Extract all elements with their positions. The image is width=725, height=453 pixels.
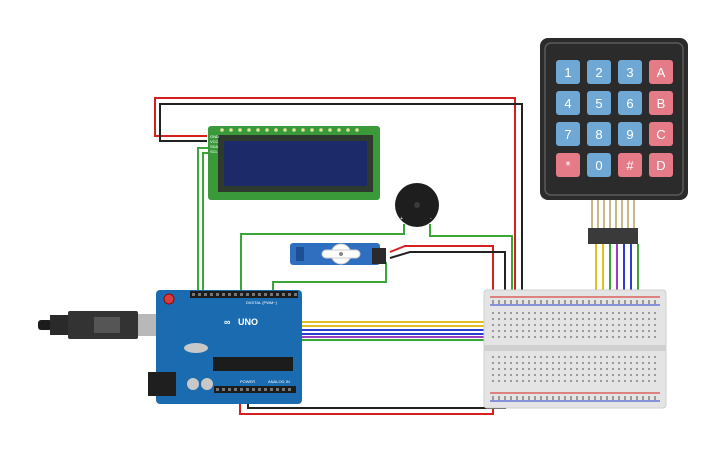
wire-green-lcd-scl[interactable] (202, 152, 209, 292)
keypad-key-label: B (657, 96, 666, 111)
lcd-pin-label-scl: SCL (210, 149, 219, 154)
keypad-key-1[interactable]: 1 (556, 60, 580, 84)
crystal (184, 343, 208, 353)
keypad-key-label: D (656, 158, 665, 173)
power-jack[interactable] (148, 372, 176, 396)
keypad-key-label: 2 (595, 65, 602, 80)
arduino-logo-text: UNO (238, 317, 258, 327)
analog-header-label: ANALOG IN (268, 379, 290, 384)
keypad-key-B[interactable]: B (649, 91, 673, 115)
keypad-key-label: 4 (564, 96, 571, 111)
buzzer-center (414, 202, 420, 208)
keypad-key-label: 8 (595, 127, 602, 142)
keypad-key-label: # (626, 158, 634, 173)
capacitor-2 (201, 378, 213, 390)
lcd-top-pins (220, 128, 359, 132)
keypad-key-4[interactable]: 4 (556, 91, 580, 115)
wire-green-buzzer-signal[interactable] (240, 224, 405, 292)
lcd-pin-label-gnd: GND (210, 134, 219, 139)
digital-header-label: DIGITAL (PWM~) (246, 300, 278, 305)
keypad-key-label: 9 (626, 127, 633, 142)
keypad-key-9[interactable]: 9 (618, 122, 642, 146)
arduino-infinity-icon: ∞ (224, 317, 231, 327)
keypad-key-label: C (656, 127, 665, 142)
keypad-connector (588, 228, 638, 244)
keypad-key-5[interactable]: 5 (587, 91, 611, 115)
digital-header (190, 291, 298, 298)
lcd-pin-labels: GND VCC SDA SCL (210, 134, 219, 154)
keypad-key-#[interactable]: # (618, 153, 642, 177)
arduino-uno[interactable]: DIGITAL (PWM~) UNO ∞ POWER ANALOG IN (148, 290, 302, 404)
wire-green-servo-signal[interactable] (272, 262, 387, 292)
wire-red-lcd-power[interactable] (154, 97, 516, 298)
lcd-display[interactable]: GND VCC SDA SCL (208, 126, 380, 200)
buzzer-minus-label: - (430, 216, 432, 222)
reset-button[interactable] (163, 293, 175, 305)
usb-cable[interactable] (38, 311, 170, 339)
lcd-pin-label-vcc: VCC (210, 139, 219, 144)
piezo-buzzer[interactable]: + - (395, 183, 439, 227)
wire-black-servo-ground[interactable] (389, 251, 506, 298)
keypad-key-D[interactable]: D (649, 153, 673, 177)
servo-connector (372, 248, 386, 264)
keypad-key-label: * (565, 158, 570, 173)
keypad-key-label: 6 (626, 96, 633, 111)
lcd-pin-label-sda: SDA (210, 144, 219, 149)
arduino-board (156, 290, 302, 404)
breadboard-holes (492, 300, 656, 400)
keypad-keys: 1 2 3 A 4 5 6 B 7 8 9 C * 0 # D (556, 60, 673, 177)
breadboard[interactable] (483, 289, 667, 409)
keypad-key-8[interactable]: 8 (587, 122, 611, 146)
keypad-key-6[interactable]: 6 (618, 91, 642, 115)
keypad-key-label: 7 (564, 127, 571, 142)
wire-red-servo-power[interactable] (389, 245, 494, 298)
buzzer-plus-label: + (400, 216, 403, 222)
servo-motor[interactable] (290, 243, 386, 265)
atmega-chip (213, 357, 293, 371)
keypad-ribbon (591, 200, 635, 228)
keypad-key-label: 5 (595, 96, 602, 111)
keypad-key-7[interactable]: 7 (556, 122, 580, 146)
lcd-screen (224, 141, 367, 186)
wire-green-lcd-sda[interactable] (197, 147, 209, 292)
keypad-key-0[interactable]: 0 (587, 153, 611, 177)
keypad-key-label: 1 (564, 65, 571, 80)
power-header (214, 386, 296, 393)
keypad-key-C[interactable]: C (649, 122, 673, 146)
keypad-key-label: 3 (626, 65, 633, 80)
wire-black-lcd-ground[interactable] (159, 103, 523, 298)
usb-logo-plate (94, 317, 120, 333)
keypad-key-label: 0 (595, 158, 602, 173)
keypad-key-2[interactable]: 2 (587, 60, 611, 84)
keypad-key-3[interactable]: 3 (618, 60, 642, 84)
keypad-4x4[interactable]: 1 2 3 A 4 5 6 B 7 8 9 C * 0 # D (540, 38, 688, 244)
keypad-key-*[interactable]: * (556, 153, 580, 177)
keypad-key-label: A (657, 65, 666, 80)
wire-green-buzzer-ground[interactable] (429, 224, 513, 298)
power-header-label: POWER (240, 379, 255, 384)
breadboard-center-channel (484, 345, 666, 351)
capacitor-1 (187, 378, 199, 390)
keypad-key-A[interactable]: A (649, 60, 673, 84)
